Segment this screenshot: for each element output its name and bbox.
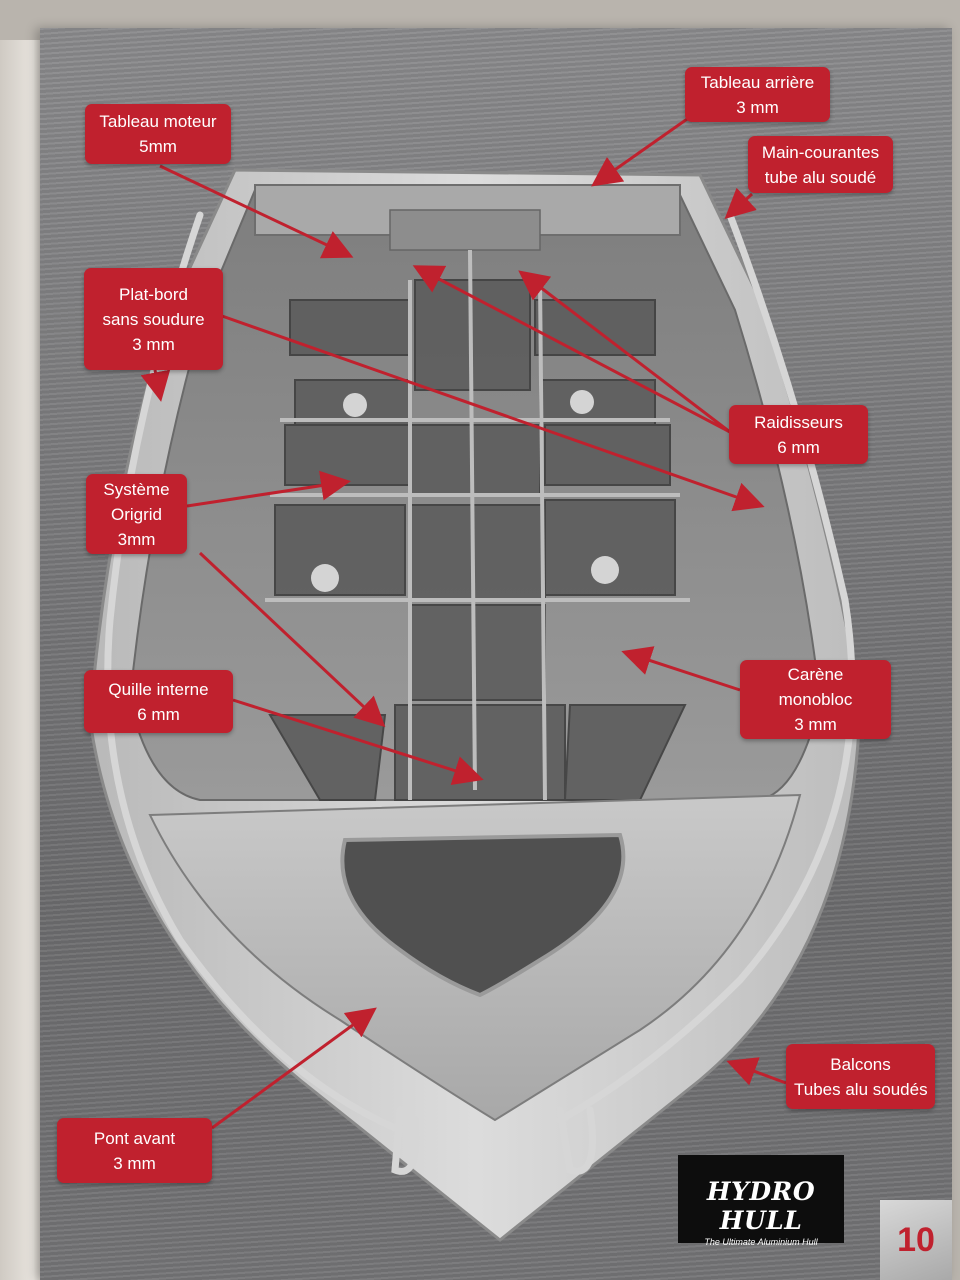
label-line: 6 mm <box>777 437 820 457</box>
label-carene-monobloc: Carène monobloc 3 mm <box>740 660 891 739</box>
label-raidisseurs: Raidisseurs 6 mm <box>729 405 868 464</box>
label-line: 3mm <box>117 529 156 549</box>
label-line: 5mm <box>139 137 177 156</box>
label-line: Tableau arrière <box>700 72 815 92</box>
label-tableau-arriere: Tableau arrière 3 mm <box>685 67 830 122</box>
label-line: Main-courantes <box>761 142 880 162</box>
label-line: Carène <box>787 665 844 684</box>
logo-brand: HYDRO HULL <box>706 1177 816 1235</box>
label-line: Plat-bord <box>119 284 188 304</box>
label-line: monobloc <box>778 690 853 709</box>
label-main-courantes: Main-courantes tube alu soudé <box>748 136 893 193</box>
page-number: 10 <box>880 1200 952 1280</box>
label-pont-avant: Pont avant 3 mm <box>57 1118 212 1183</box>
label-line: Tableau moteur <box>99 112 217 131</box>
label-line: 3 mm <box>736 97 779 117</box>
label-line: sans soudure <box>102 309 205 329</box>
label-line: 3 mm <box>132 334 175 354</box>
label-plat-bord: Plat-bord sans soudure 3 mm <box>84 268 223 370</box>
label-line: 3 mm <box>113 1153 156 1173</box>
label-balcons: Balcons Tubes alu soudés <box>786 1044 935 1109</box>
label-systeme-origrid: Système Origrid 3mm <box>86 474 187 554</box>
label-line: Raidisseurs <box>754 412 843 432</box>
label-line: 6 mm <box>137 704 180 724</box>
logo-tagline: The Ultimate Aluminium Hull <box>704 1237 818 1247</box>
label-line: tube alu soudé <box>764 167 877 187</box>
label-line: Système <box>103 479 170 499</box>
label-line: Quille interne <box>108 679 209 699</box>
label-line: Origrid <box>110 504 162 524</box>
label-line: Pont avant <box>93 1128 176 1148</box>
label-tableau-moteur: Tableau moteur 5mm <box>85 104 231 164</box>
hydro-hull-logo: HYDRO HULL The Ultimate Aluminium Hull <box>678 1155 844 1247</box>
label-line: Tubes alu soudés <box>794 1079 928 1099</box>
label-quille-interne: Quille interne 6 mm <box>84 670 233 733</box>
label-line: 3 mm <box>794 715 837 734</box>
label-line: Balcons <box>830 1054 891 1074</box>
